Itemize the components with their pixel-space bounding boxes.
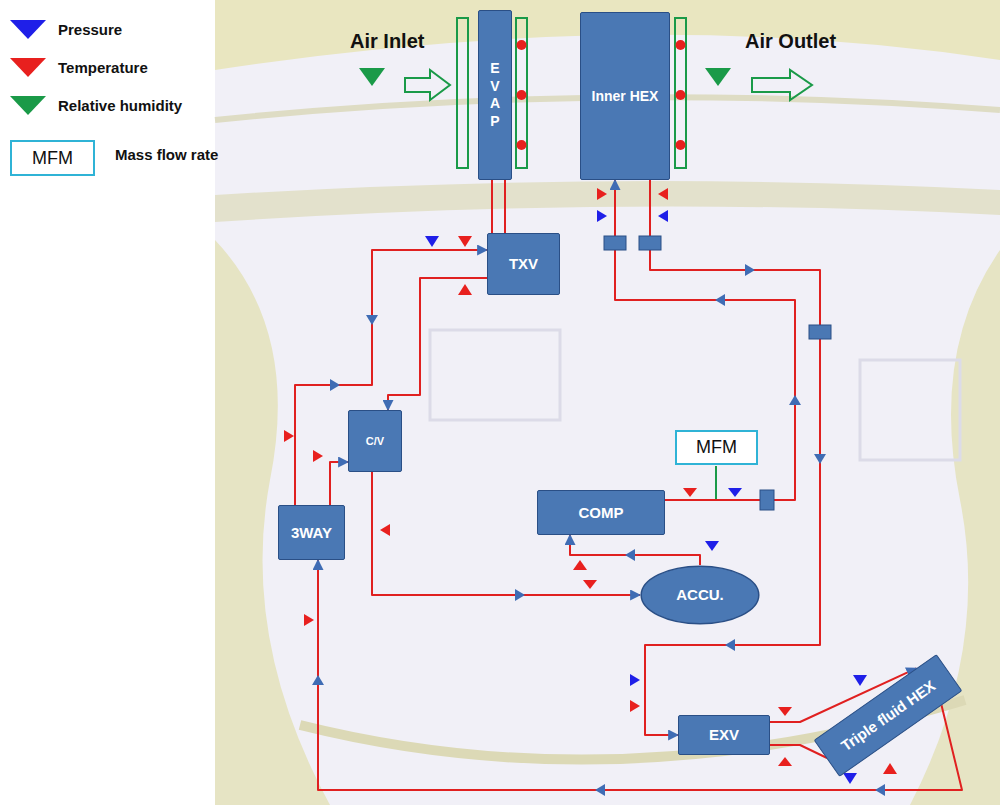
- temperature-sensors: [284, 188, 897, 774]
- legend-item: Temperature: [8, 56, 148, 78]
- refrigerant-pipe: [491, 180, 493, 233]
- legend-triangle: [8, 18, 48, 40]
- component-label: ACCU.: [676, 586, 724, 603]
- accumulator-ellipse: ACCU.: [640, 565, 760, 625]
- refrigerant-pipe: [615, 180, 795, 500]
- dash-panel: [215, 181, 1000, 222]
- component-label: TXV: [509, 255, 538, 272]
- legend-swatch: [10, 20, 46, 39]
- legend-triangle: [8, 94, 48, 116]
- legend-triangle: [8, 56, 48, 78]
- component-label: EXV: [709, 726, 739, 743]
- legend-item: Mass flow rate: [115, 146, 218, 163]
- component-label: MFM: [696, 437, 737, 458]
- heat-exchanger-box: Inner HEX: [580, 12, 670, 180]
- refrigerant-pipe: [330, 462, 348, 505]
- component-label: 3WAY: [291, 524, 332, 541]
- refrigerant-pipe: [645, 180, 820, 735]
- component-label: COMP: [579, 504, 624, 521]
- legend-item: Relative humidity: [8, 94, 182, 116]
- right-fender: [910, 250, 1000, 805]
- legend-text: Relative humidity: [58, 97, 182, 114]
- component-label: E V A P: [488, 60, 502, 130]
- air-outlet-label: Air Outlet: [745, 30, 836, 53]
- component-label: Inner HEX: [592, 88, 659, 104]
- triple-fluid-heat-exchanger: Triple fluid HEX: [814, 654, 963, 777]
- legend-text: Temperature: [58, 59, 148, 76]
- expansion-valve-box: EXV: [678, 715, 770, 755]
- legend-swatch: [10, 96, 46, 115]
- legend-text: Mass flow rate: [115, 146, 218, 163]
- pressure-sensors: [425, 210, 867, 784]
- refrigerant-pipe: [504, 180, 506, 233]
- legend-text: Pressure: [58, 21, 122, 38]
- refrigerant-pipe: [570, 535, 700, 565]
- refrigerant-pipe: [388, 278, 487, 410]
- evaporator-box: E V A P: [478, 10, 512, 180]
- engine-bay: [215, 0, 1000, 805]
- expansion-valve-box: TXV: [487, 233, 560, 295]
- component-label: Triple fluid HEX: [838, 676, 939, 754]
- three-way-valve-box: 3WAY: [278, 505, 345, 560]
- air-inlet-label: Air Inlet: [350, 30, 424, 53]
- refrigerant-pipe: [295, 250, 487, 505]
- flow-direction-arrows: [312, 264, 885, 796]
- legend-swatch: [10, 58, 46, 77]
- legend-sample-box: MFM: [10, 140, 95, 176]
- component-label: C/V: [366, 435, 384, 448]
- pipe-fittings: [604, 236, 831, 510]
- flow-meter-stub: [715, 466, 717, 499]
- check-valve-box: C/V: [348, 410, 402, 472]
- legend-item: Pressure: [8, 18, 122, 40]
- flow-meter-box: MFM: [675, 430, 758, 465]
- compressor-box: COMP: [537, 490, 665, 535]
